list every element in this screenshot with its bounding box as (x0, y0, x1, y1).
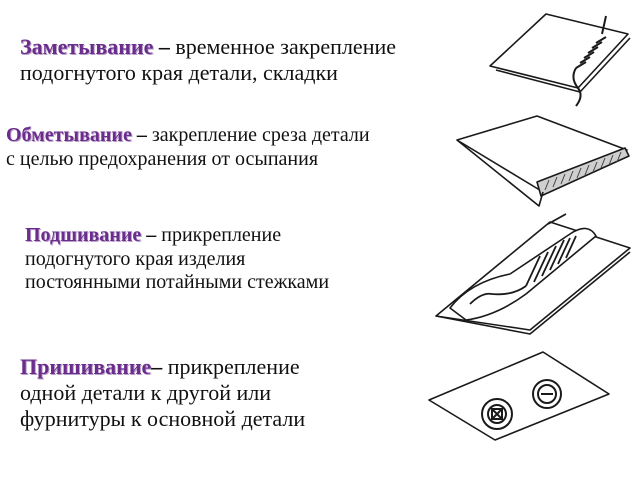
definition-basting-line2: подогнутого края детали, складки (20, 59, 338, 85)
definition-sewing-on-line3: фурнитуры к основной детали (20, 405, 306, 431)
definition-sewing-on-line1: Пришивание– прикрепление (20, 354, 305, 380)
term-basting: Заметывание (20, 34, 154, 59)
definition-hemming-line3: постоянными потайными стежками (25, 271, 330, 294)
sewn-buttons-icon (428, 351, 610, 441)
definition-basting: Заметывание – временное закрепление подо… (20, 34, 396, 86)
dash-separator: – (131, 124, 152, 146)
term-hemming: Подшивание (25, 224, 142, 246)
hemming-stitch-icon (435, 213, 631, 335)
term-sewing-on: Пришивание (20, 354, 152, 379)
definition-sewing-on-line2: одной детали к другой или (20, 379, 272, 405)
overcast-edge-icon (456, 115, 630, 207)
definition-overcasting-line1: Обметывание – закрепление среза детали (6, 124, 370, 148)
basting-stitch-icon (489, 13, 631, 107)
definition-overcasting-line2: с целью предохранения от осыпания (6, 147, 319, 170)
definition-overcasting: Обметывание – закрепление среза детали с… (6, 124, 370, 171)
definition-sewing-on: Пришивание– прикрепление одной детали к … (20, 354, 305, 432)
dash-separator: – (151, 354, 168, 379)
definition-text: закрепление среза детали (151, 124, 370, 146)
definition-text: прикрепление (161, 224, 282, 246)
definition-hemming: Подшивание – прикрепление подогнутого кр… (25, 224, 329, 295)
definition-text: временное закрепление (175, 34, 396, 59)
definition-basting-line1: Заметывание – временное закрепление (20, 34, 396, 60)
term-overcasting: Обметывание (6, 124, 132, 146)
definition-hemming-line2: подогнутого края изделия (25, 247, 246, 270)
dash-separator: – (153, 34, 176, 59)
dash-separator: – (141, 224, 162, 246)
definition-text: прикрепление (167, 354, 300, 379)
definition-hemming-line1: Подшивание – прикрепление (25, 224, 329, 248)
